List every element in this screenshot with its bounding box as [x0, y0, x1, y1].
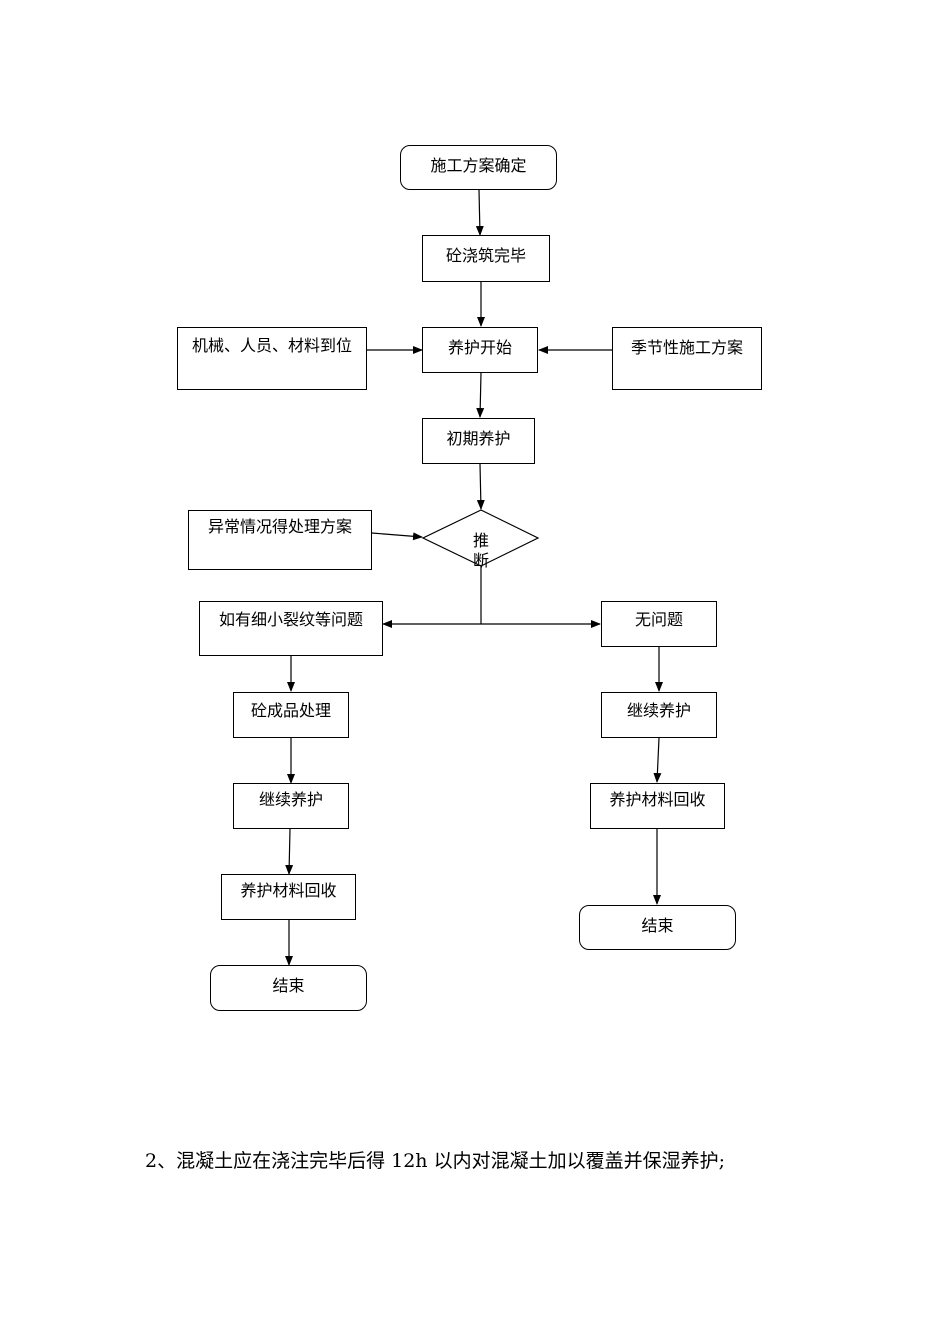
node-end-right: 结束	[579, 905, 736, 950]
arrow-start-to-initial	[476, 372, 485, 418]
arrow-continue-to-recycle-left	[285, 828, 294, 875]
node-end-left: 结束	[210, 965, 367, 1011]
arrow-continue-to-recycle-right	[653, 737, 662, 783]
node-crack-issue: 如有细小裂纹等问题	[199, 601, 383, 656]
node-pour-done: 砼浇筑完毕	[422, 235, 550, 282]
node-curing-start: 养护开始	[422, 327, 538, 373]
caption-text: 2、混凝土应在浇注完毕后得 12h 以内对混凝土加以覆盖并保湿养护;	[145, 1150, 725, 1172]
node-seasonal-plan: 季节性施工方案	[612, 327, 762, 390]
node-recycle-left: 养护材料回收	[221, 874, 356, 920]
arrow-initial-to-judge	[476, 463, 485, 510]
arrow-abnormal-to-judge	[371, 532, 423, 541]
node-product-treat: 砼成品处理	[233, 692, 349, 738]
decision-label: 推断	[472, 531, 489, 570]
node-initial-curing: 初期养护	[422, 418, 535, 464]
node-machines-ready: 机械、人员、材料到位	[177, 327, 367, 390]
node-plan-confirm: 施工方案确定	[400, 145, 557, 190]
decision-diamond	[421, 509, 540, 567]
node-recycle-right: 养护材料回收	[590, 783, 725, 829]
arrow-plan-to-pour	[475, 189, 484, 236]
node-no-issue: 无问题	[601, 601, 717, 647]
node-continue-right: 继续养护	[601, 692, 717, 738]
node-abnormal-plan: 异常情况得处理方案	[188, 510, 372, 570]
node-continue-left: 继续养护	[233, 783, 349, 829]
